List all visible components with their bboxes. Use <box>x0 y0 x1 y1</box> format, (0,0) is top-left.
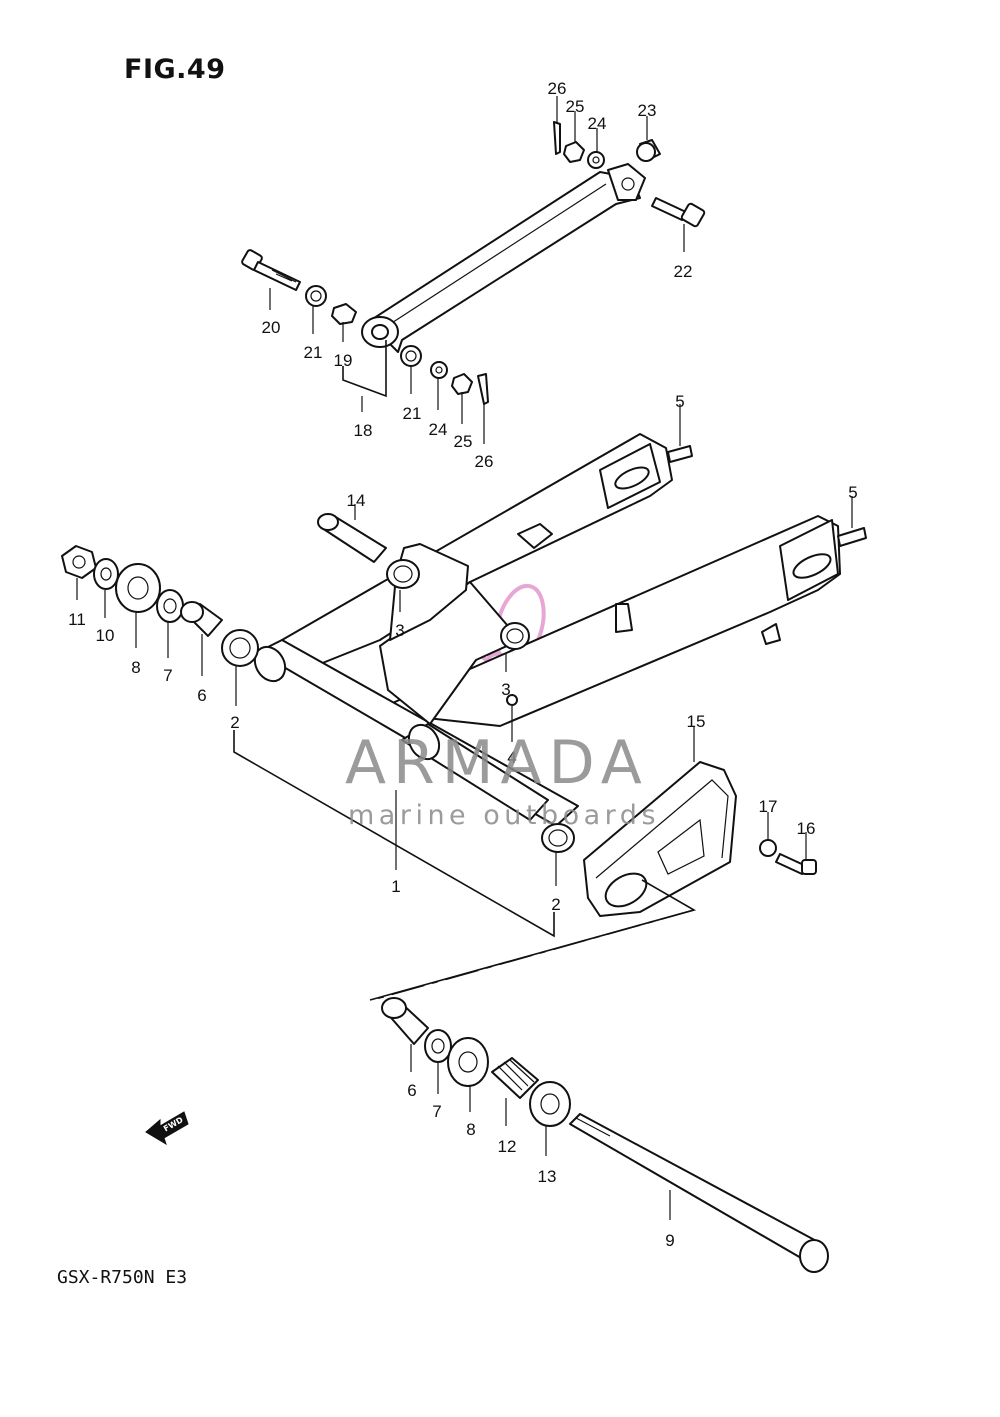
collar-21-lower <box>400 345 422 367</box>
washer-24-lower <box>430 361 448 379</box>
collar-23 <box>636 139 661 162</box>
callout-16: 16 <box>797 819 816 838</box>
bearing-2-left <box>221 629 259 667</box>
washer-10 <box>93 558 119 590</box>
cotter-pin-26-lower <box>477 373 489 405</box>
callout-1: 1 <box>391 877 400 896</box>
watermark-brand: ARMADA <box>345 728 649 798</box>
lock-nut-13 <box>529 1081 571 1127</box>
callout-4: 4 <box>507 748 516 767</box>
callout-3: 3 <box>395 621 404 640</box>
leader-lines <box>76 96 853 1220</box>
callout-25: 25 <box>566 97 585 116</box>
callout-17: 17 <box>759 797 778 816</box>
callout-10: 10 <box>96 626 115 645</box>
nut-11 <box>61 545 97 579</box>
adjuster-12 <box>491 1057 539 1099</box>
model-code: GSX-R750N E3 <box>57 1267 188 1288</box>
fwd-arrow-icon: FWD <box>145 1111 189 1146</box>
grease-nipple-4 <box>506 694 518 706</box>
nut-19 <box>331 303 357 325</box>
spacer-14 <box>317 513 387 563</box>
callout-8: 8 <box>131 658 140 677</box>
callout-23: 23 <box>638 101 657 120</box>
watermark-tagline: marine outboards <box>348 800 661 831</box>
chain-slider-15 <box>583 761 737 917</box>
figure-title: FIG.49 <box>124 54 226 85</box>
callout-6: 6 <box>197 686 206 705</box>
callout-15: 15 <box>687 712 706 731</box>
bolt-20 <box>241 249 301 291</box>
callout-20: 20 <box>262 318 281 337</box>
callout-24: 24 <box>588 114 607 133</box>
callout-5: 5 <box>675 392 684 411</box>
callout-7: 7 <box>163 666 172 685</box>
cotter-pin-26-upper <box>553 121 561 155</box>
callout-3: 3 <box>501 680 510 699</box>
callout-5: 5 <box>848 483 857 502</box>
bearing-2-right <box>541 823 575 853</box>
seal-8-left <box>115 563 161 613</box>
nut-25-upper <box>563 141 585 163</box>
callout-26: 26 <box>548 79 567 98</box>
swingarm <box>253 433 841 827</box>
callout-21: 21 <box>304 343 323 362</box>
stud-5-lower <box>837 527 867 547</box>
callout-24: 24 <box>429 420 448 439</box>
bolt-22 <box>651 197 706 228</box>
bearing-3-upper <box>386 559 420 589</box>
callout-7: 7 <box>432 1102 441 1121</box>
torque-link-arm <box>361 163 646 353</box>
callout-9: 9 <box>665 1231 674 1250</box>
washer-7-lower <box>424 1029 452 1063</box>
callout-21: 21 <box>403 404 422 423</box>
washer-7-left <box>156 589 184 623</box>
callout-13: 13 <box>538 1167 557 1186</box>
collar-17 <box>759 839 777 857</box>
callout-2: 2 <box>551 895 560 914</box>
callout-2: 2 <box>230 713 239 732</box>
nut-25-lower <box>451 373 473 395</box>
callout-12: 12 <box>498 1137 517 1156</box>
callout-6: 6 <box>407 1081 416 1100</box>
bolt-16 <box>775 853 817 875</box>
callout-11: 11 <box>68 610 86 629</box>
bearing-3-lower <box>500 622 530 650</box>
callout-26: 26 <box>475 452 494 471</box>
callout-8: 8 <box>466 1120 475 1139</box>
pivot-shaft-9 <box>569 1113 829 1273</box>
callout-19: 19 <box>334 351 353 370</box>
collar-6-left <box>180 601 223 637</box>
collar-21-upper <box>305 285 327 307</box>
stud-5-upper <box>667 445 693 463</box>
seal-8-lower <box>447 1037 489 1087</box>
collar-6-lower <box>381 997 429 1045</box>
callout-22: 22 <box>674 262 693 281</box>
callout-25: 25 <box>454 432 473 451</box>
callout-14: 14 <box>347 491 366 510</box>
callout-18: 18 <box>354 421 373 440</box>
washer-24-upper <box>587 151 605 169</box>
